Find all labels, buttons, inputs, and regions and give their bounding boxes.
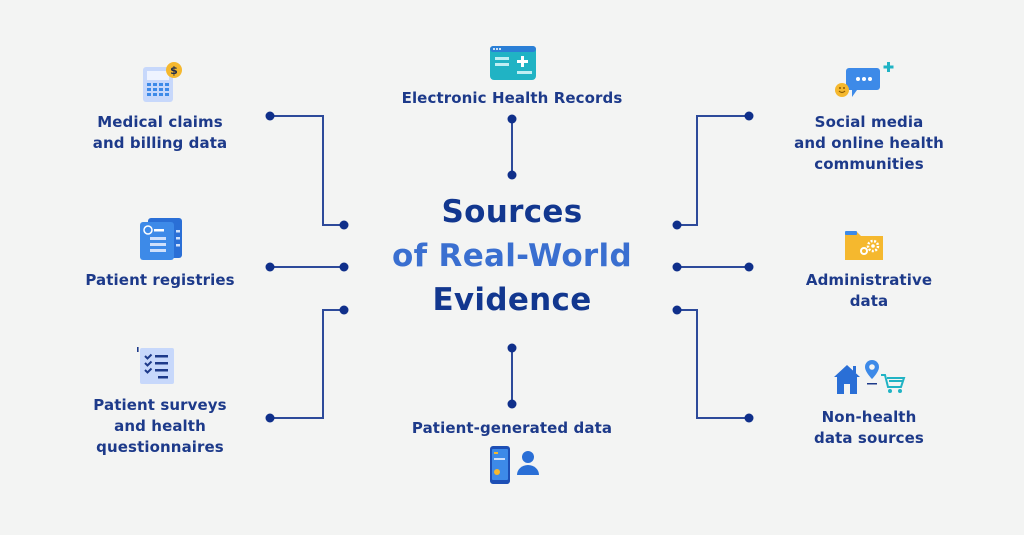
title-line-3: Evidence [432, 282, 592, 318]
ehr-card-icon [490, 46, 536, 80]
diagram-title: Sources of Real-World Evidence [392, 190, 632, 322]
source-label-surveys: Patient surveys and health questionnaire… [93, 396, 227, 456]
source-label-nonhealth: Non-health data sources [814, 408, 924, 447]
source-label-admin: Administrative data [805, 271, 933, 310]
source-label-patient: Patient-generated data [411, 419, 613, 437]
registry-documents-icon [140, 218, 182, 260]
calculator-dollar-icon: $ [143, 62, 182, 102]
source-label-claims: Medical claims and billing data [92, 113, 228, 152]
svg-text:$: $ [170, 64, 178, 77]
title-line-1: Sources [441, 194, 583, 230]
source-label-social: Social media and online health communiti… [794, 113, 944, 173]
checklist-icon [137, 347, 174, 384]
chat-bubble-icon [835, 62, 894, 97]
title-line-2: of Real-World [392, 238, 632, 274]
folder-gears-icon [845, 231, 883, 260]
source-label-ehr: Electronic Health Records [401, 89, 623, 107]
source-label-registries: Patient registries [85, 271, 235, 289]
house-pin-cart-icon [834, 360, 906, 394]
phone-person-icon [490, 446, 539, 484]
